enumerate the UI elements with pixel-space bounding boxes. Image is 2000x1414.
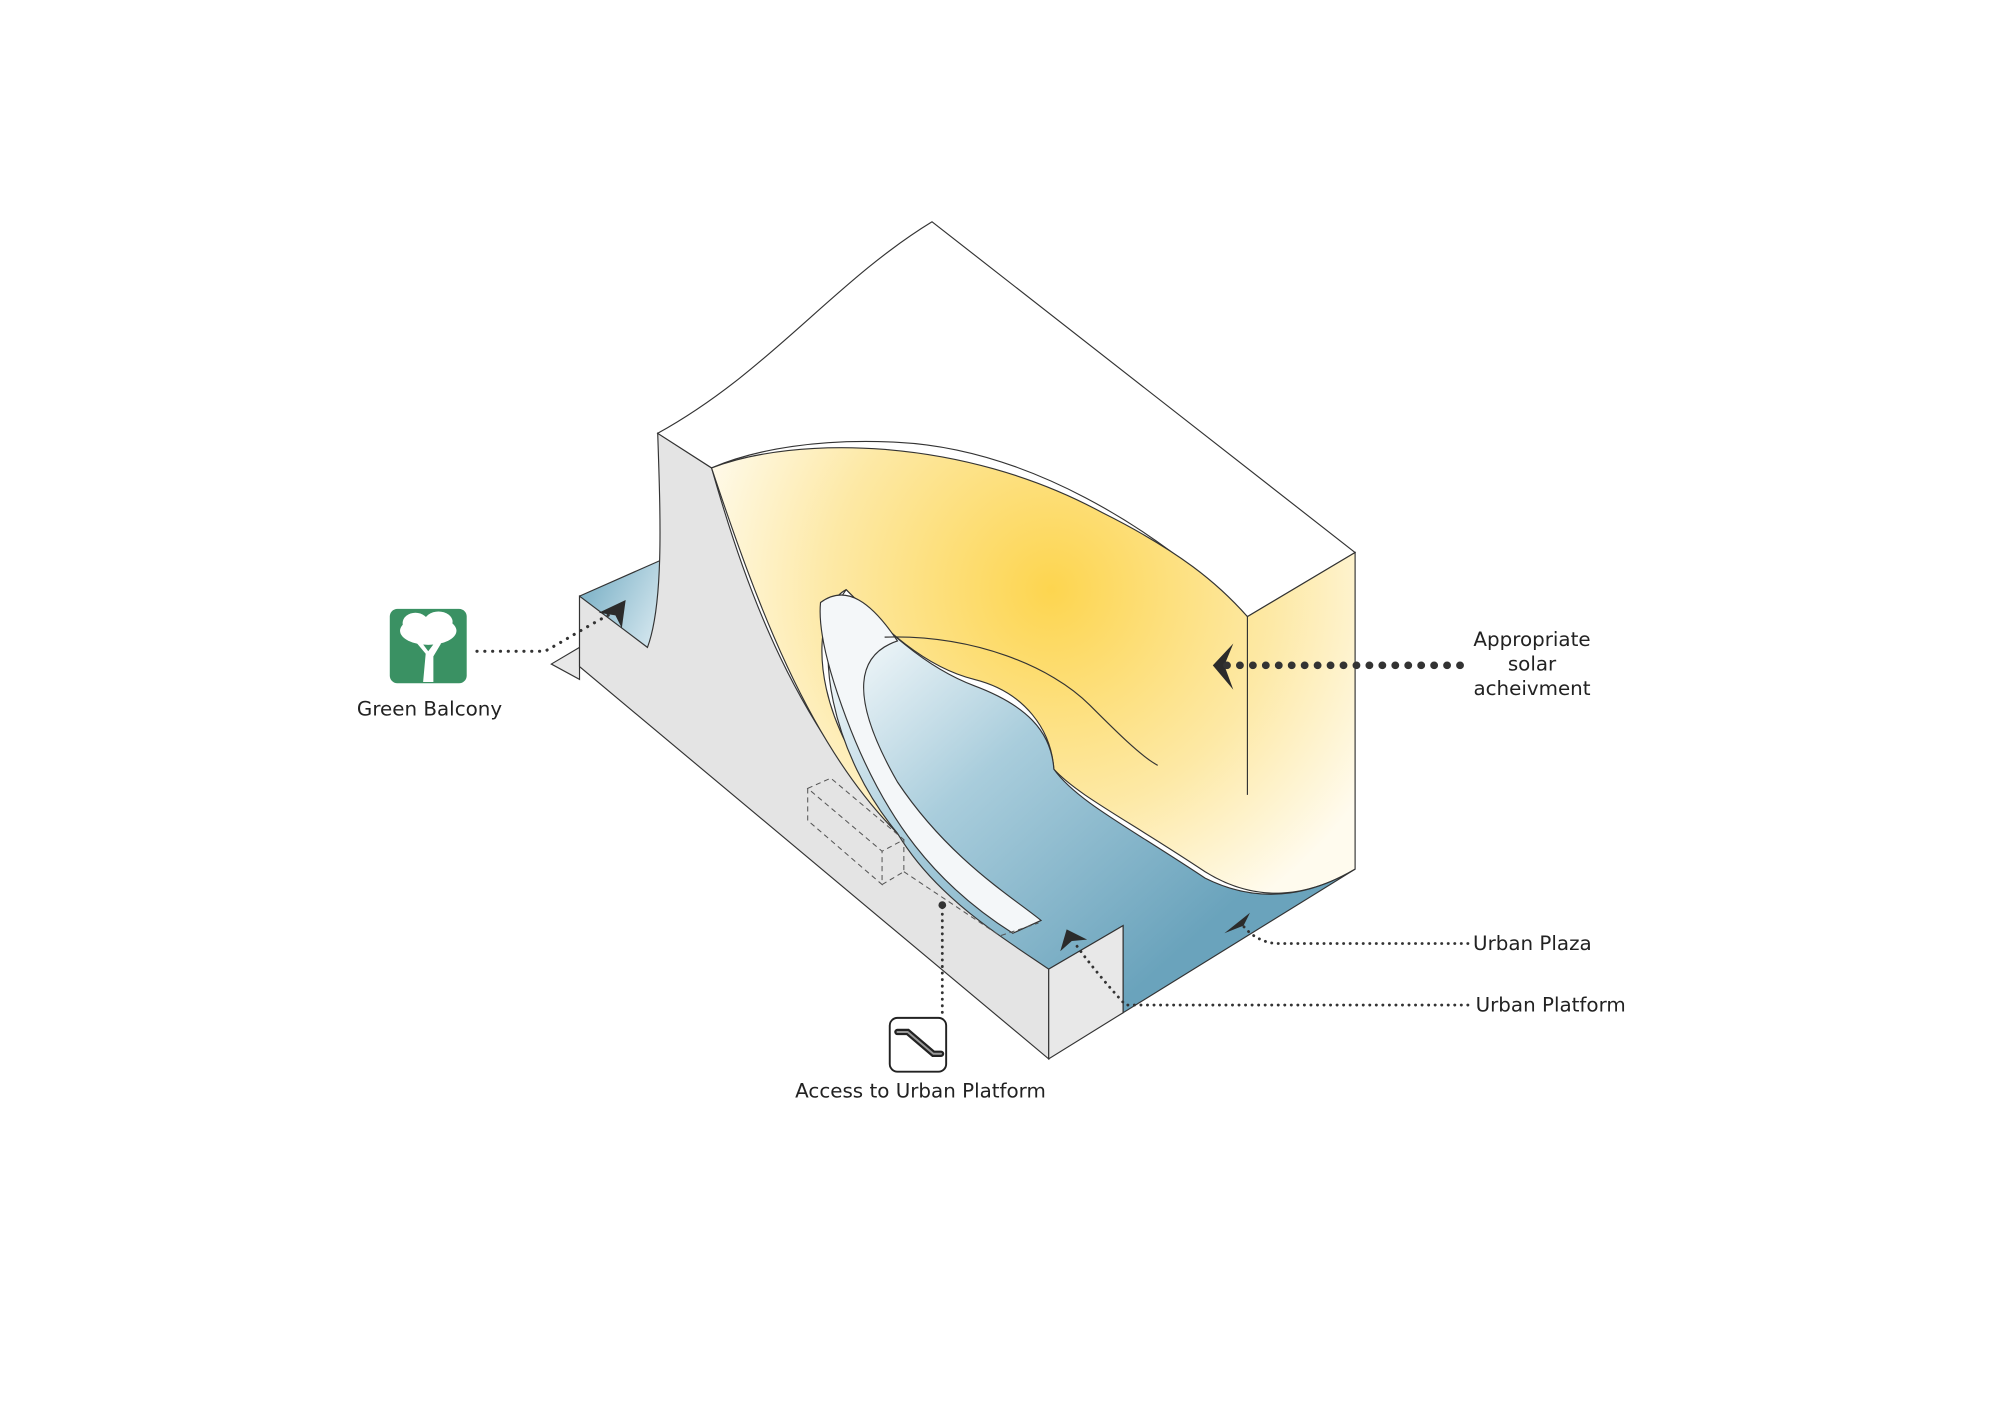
- inner-curve: [884, 636, 1158, 766]
- label-solar-line3: acheivment: [1473, 677, 1590, 700]
- label-urban-platform: Urban Platform: [1476, 993, 1626, 1016]
- arrow-solar: [1212, 643, 1234, 690]
- urban-plaza-surface: [827, 588, 1356, 1014]
- front-block: [1048, 924, 1124, 1060]
- label-solar-line2: solar: [1508, 652, 1557, 675]
- label-urban-plaza: Urban Plaza: [1473, 932, 1592, 955]
- leader-urban-plaza: [1239, 921, 1470, 945]
- escalator-icon: [888, 1016, 948, 1073]
- leader-lines: [475, 611, 1472, 1015]
- roof-face: [656, 221, 1357, 618]
- tree-icon: [389, 608, 467, 684]
- arrow-urban-plaza: [1224, 912, 1250, 934]
- arrow-green-balcony: [598, 599, 626, 629]
- escalator-outline: [806, 777, 1039, 937]
- ramp: [819, 594, 1043, 934]
- access-point: [938, 901, 947, 909]
- label-green-balcony: Green Balcony: [357, 697, 502, 720]
- label-solar-line1: Appropriate: [1473, 628, 1590, 651]
- building-massing: [550, 221, 1357, 1061]
- arrows: [598, 599, 1250, 952]
- leader-urban-platform: [1075, 944, 1470, 1007]
- ground-edge: [550, 646, 581, 681]
- label-access: Access to Urban Platform: [795, 1079, 1046, 1102]
- arrow-urban-platform: [1060, 929, 1088, 952]
